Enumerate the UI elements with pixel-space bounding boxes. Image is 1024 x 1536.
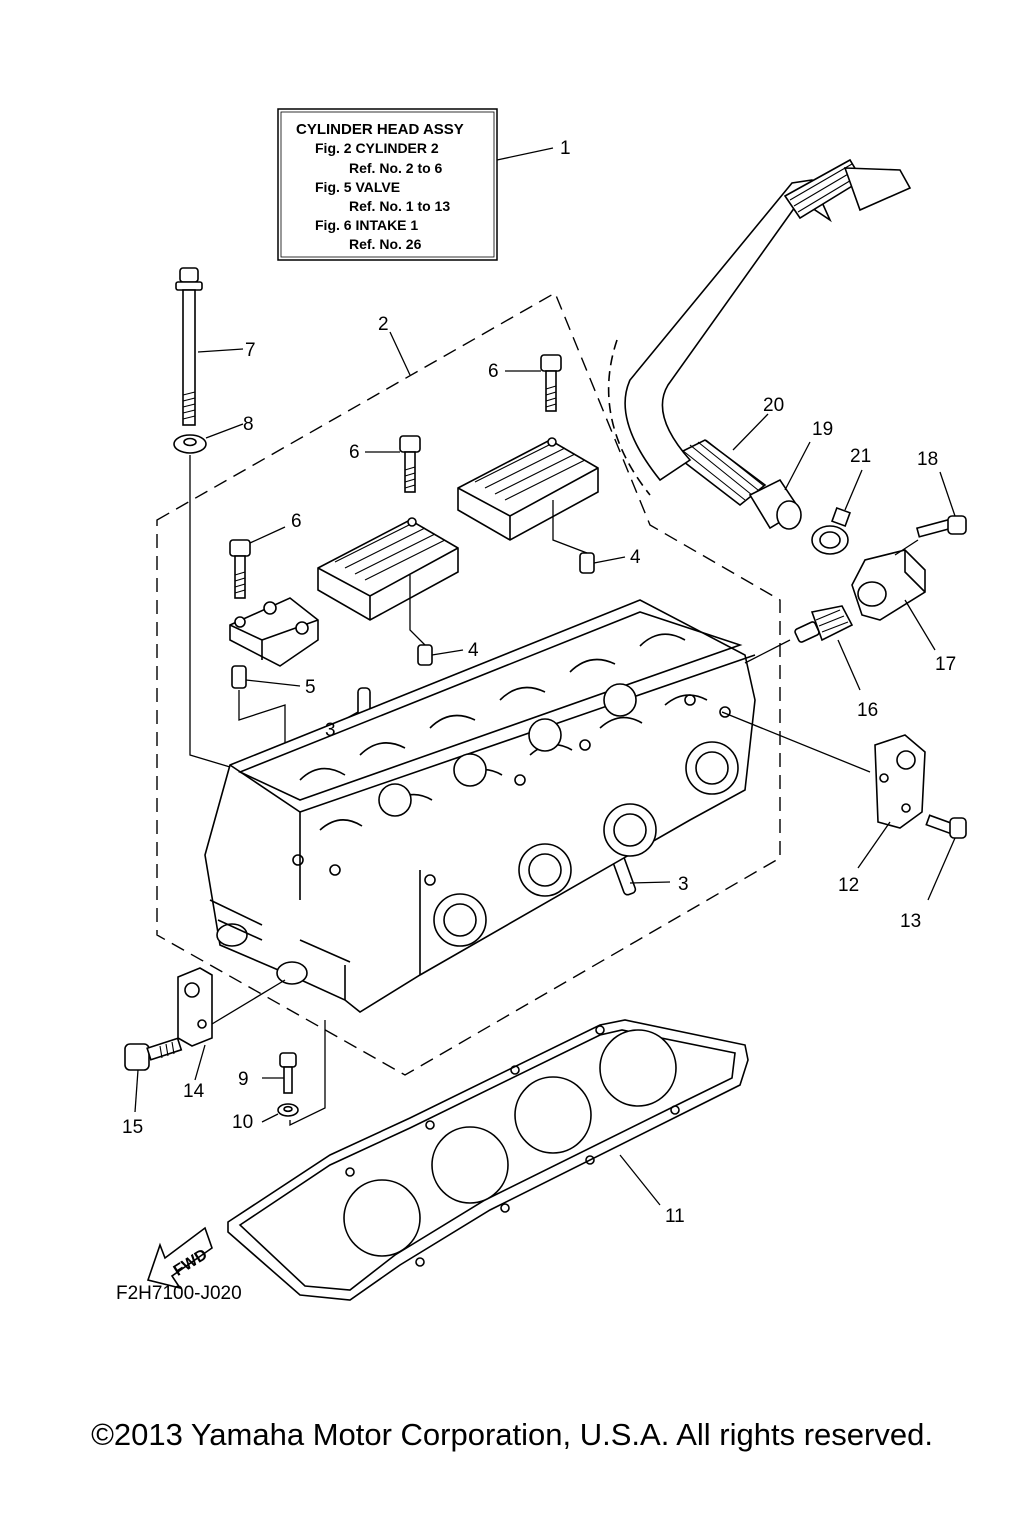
callout-11: 11 <box>665 1206 685 1227</box>
assembly-line-2: Ref. No. 2 to 6 <box>349 160 443 176</box>
callout-labels: 1 2 3 3 4 4 5 6 6 6 7 8 9 10 11 12 13 14… <box>122 138 956 1227</box>
callout-4-right: 4 <box>630 547 641 568</box>
copyright-notice: ©2013 Yamaha Motor Corporation, U.S.A. A… <box>91 1417 933 1452</box>
camshaft-cap-rear <box>457 437 599 541</box>
clamp-part-21 <box>811 469 863 555</box>
callout-15: 15 <box>122 1117 143 1138</box>
callout-20: 20 <box>763 395 784 416</box>
callout-17: 17 <box>935 654 956 675</box>
callout-6-middle: 6 <box>349 442 360 463</box>
hose-part-20 <box>607 158 912 507</box>
washer-part-8 <box>173 423 244 771</box>
callout-5: 5 <box>305 677 316 698</box>
callout-10: 10 <box>232 1112 253 1133</box>
dowel-pin-part-4-a <box>552 500 626 574</box>
assembly-title: CYLINDER HEAD ASSY <box>296 121 464 138</box>
dowel-pin-part-4-b <box>409 575 464 666</box>
callout-16: 16 <box>857 700 878 721</box>
callout-14: 14 <box>183 1081 205 1102</box>
cap-bolt-part-6-c <box>505 354 562 412</box>
callout-19: 19 <box>812 419 833 440</box>
assembly-reference-box: CYLINDER HEAD ASSY Fig. 2 CYLINDER 2 Ref… <box>277 108 554 261</box>
head-gasket-part-11 <box>227 1019 749 1301</box>
bolt-part-18 <box>894 471 967 556</box>
pipe-part-19 <box>748 441 811 530</box>
assembly-line-1: Fig. 2 CYLINDER 2 <box>315 140 439 156</box>
bolt-part-13 <box>925 814 967 901</box>
subassembly-outline <box>156 291 781 1076</box>
bolt-part-9 <box>262 1052 297 1094</box>
bracket-part-12 <box>721 711 926 869</box>
callout-7: 7 <box>245 340 256 361</box>
cap-bolt-part-6-b <box>365 435 421 493</box>
callout-3-lower: 3 <box>678 874 689 895</box>
camshaft-cap-end <box>229 597 319 667</box>
camshaft-cap-middle <box>317 517 459 621</box>
callout-18: 18 <box>917 449 938 470</box>
flange-bolt-part-15 <box>124 1037 183 1113</box>
callout-21: 21 <box>850 446 871 467</box>
thermostat-part-16 <box>744 605 861 691</box>
callout-2: 2 <box>378 314 389 335</box>
callout-13: 13 <box>900 911 921 932</box>
washer-part-10 <box>261 1020 326 1127</box>
assembly-line-3: Fig. 5 VALVE <box>315 179 400 195</box>
dowel-pin-part-5 <box>231 665 301 760</box>
callout-4-middle: 4 <box>468 640 479 661</box>
head-bolt-part-7 <box>175 267 244 426</box>
callout-12: 12 <box>838 875 859 896</box>
callout-3-upper: 3 <box>325 720 336 741</box>
cylinder-head-body <box>204 599 756 1013</box>
callout-6-rear: 6 <box>488 361 499 382</box>
cap-bolt-part-6-a <box>229 526 286 599</box>
thermostat-housing-part-17 <box>851 549 936 651</box>
assembly-line-5: Fig. 6 INTAKE 1 <box>315 217 418 233</box>
callout-1: 1 <box>560 138 571 159</box>
callout-8: 8 <box>243 414 254 435</box>
drawing-code: F2H7100-J020 <box>116 1283 242 1304</box>
fwd-arrow-icon: FWD <box>146 1226 213 1290</box>
callout-9: 9 <box>238 1069 249 1090</box>
assembly-line-4: Ref. No. 1 to 13 <box>349 198 450 214</box>
bracket-part-14 <box>177 967 286 1081</box>
assembly-line-6: Ref. No. 26 <box>349 236 422 252</box>
callout-6-front: 6 <box>291 511 302 532</box>
